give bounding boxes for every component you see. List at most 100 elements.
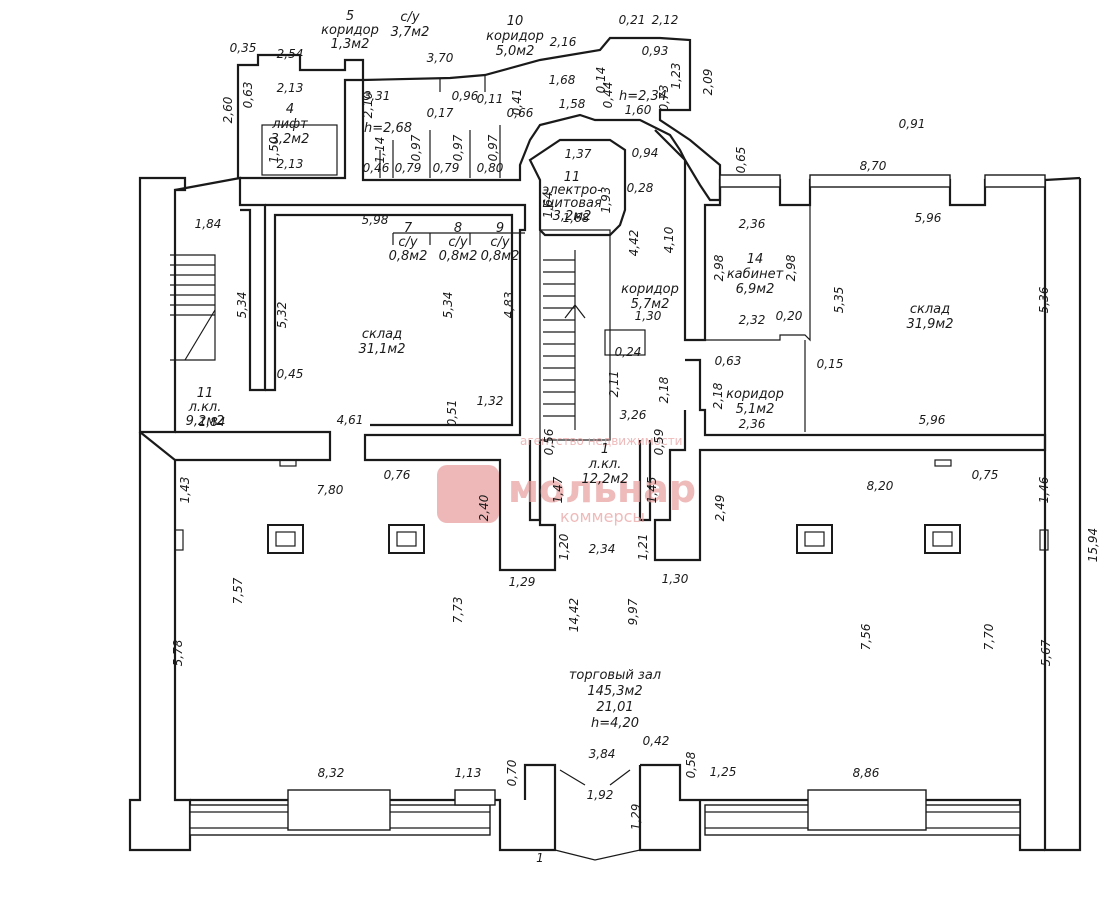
dimension-label: 0,59 [652,429,666,456]
watermark-line2: коммерсы [560,507,645,526]
dimension-label: 5,36 [1037,286,1051,313]
dimension-label: 5,32 [275,302,289,329]
dimension-label: 5,35 [832,287,846,314]
room-label-line: с/у [398,235,418,250]
dimension-label: 2,12 [652,13,679,27]
dimension-label: 0,97 [409,134,423,161]
dimension-label: 2,13 [277,157,304,171]
dimension-label: 0,46 [363,161,390,175]
dimension-label: 0,76 [384,468,411,482]
dimension-label: 1,25 [710,765,737,779]
dimension-label: 0,45 [277,367,304,381]
dimension-label: 2,18 [711,382,725,409]
dimension-label: 1,84 [195,217,222,231]
room-label-line: 145,3м2 [587,684,642,699]
dimension-label: 0,15 [817,357,844,371]
dimension-label: 1,29 [629,804,643,831]
dimension-label: 1,20 [557,533,571,560]
dimension-label: 0,94 [632,146,659,160]
dimension-label: 5,98 [362,213,389,227]
dimension-label: 1,21 [636,534,650,561]
dimension-label: 0,96 [452,89,479,103]
dimension-label: 0,42 [643,734,670,748]
room-label-line: с/у [490,235,510,250]
dimension-label: 1,50 [267,136,281,163]
dimension-label: 2,36 [739,417,766,431]
room-label-line: 5,1м2 [736,402,775,417]
dimension-label: 0,14 [594,67,608,94]
dimension-label: 0,44 [601,82,615,109]
watermark: агентство недвижимости мольнар коммерсы [437,434,696,526]
room-label-line: 10 [507,14,524,29]
dimension-label: 5,34 [441,292,455,319]
room-label-line: л.кл. [588,457,622,472]
dimension-label: 7,73 [451,597,465,624]
room-label-r_h268: h=2,68 [364,121,412,136]
room-label-line: склад [910,302,950,317]
room-label-line: 3,2м2 [271,132,310,147]
dimension-label: 0,41 [510,89,524,116]
dimension-label: 7,70 [982,623,996,650]
dimension-label: 8,32 [318,766,345,780]
dimension-label: 0,63 [715,354,742,368]
dimension-label: 2,40 [477,494,491,521]
room-label-line: 3,7м2 [391,25,430,40]
dimension-label: 3,26 [620,408,647,422]
room-label-line: 1 [601,442,609,457]
room-label-line: кабинет [727,267,784,282]
dimension-label: 2,11 [607,371,621,398]
dimension-label: 0,51 [445,400,459,427]
dimension-label: 2,34 [589,542,616,556]
room-label-line: коридор [726,387,784,402]
dimension-label: 1,60 [625,103,652,117]
room-label-line: 21,01 [596,700,633,715]
dimension-label: 7,80 [317,483,344,497]
dimension-label: 5,67 [1039,639,1053,666]
dimension-label: 4,10 [662,226,676,253]
dimension-label: 1,37 [565,147,592,161]
room-label-line: электро- [542,183,602,198]
room-label-line: 5,7м2 [631,297,670,312]
dimension-label: 0,63 [241,82,255,109]
dimension-label: 0,65 [734,147,748,174]
dimension-label: 3,84 [589,747,616,761]
room-label-line: h=2,68 [364,121,412,136]
dimension-label: 8,20 [867,479,894,493]
room-label-line: склад [362,327,402,342]
dimension-label: 1,93 [599,187,613,214]
dimension-label: 1,23 [669,63,683,90]
dimension-label: 0,56 [542,428,556,455]
room-label-line: h=2,34 [619,89,667,104]
dimension-label: 15,94 [1086,528,1100,562]
dimension-label: 2,18 [657,376,671,403]
dimension-label: 2,09 [701,69,715,96]
room-label-line: 0,8м2 [439,249,478,264]
windows [189,174,1046,836]
dimension-label: 0,17 [427,106,454,120]
dimension-label: 5,34 [235,292,249,319]
room-label-line: л.кл. [188,400,222,415]
room-label-line: 3,2м2 [553,209,592,224]
dimension-label: 7,56 [859,623,873,650]
dimension-label: 0,91 [899,117,926,131]
dimension-label: 4,83 [502,292,516,319]
dimension-label: 0,58 [684,751,698,778]
room-label-line: 11 [564,170,581,185]
room-label-line: 0,8м2 [389,249,428,264]
dimension-label: 9,97 [626,598,640,625]
dimension-label: 5,96 [915,211,942,225]
room-label-line: 9 [496,221,504,236]
dimension-label: 0,97 [486,134,500,161]
dimension-label: 1,14 [373,137,387,164]
dimension-label: 0,28 [627,181,654,195]
